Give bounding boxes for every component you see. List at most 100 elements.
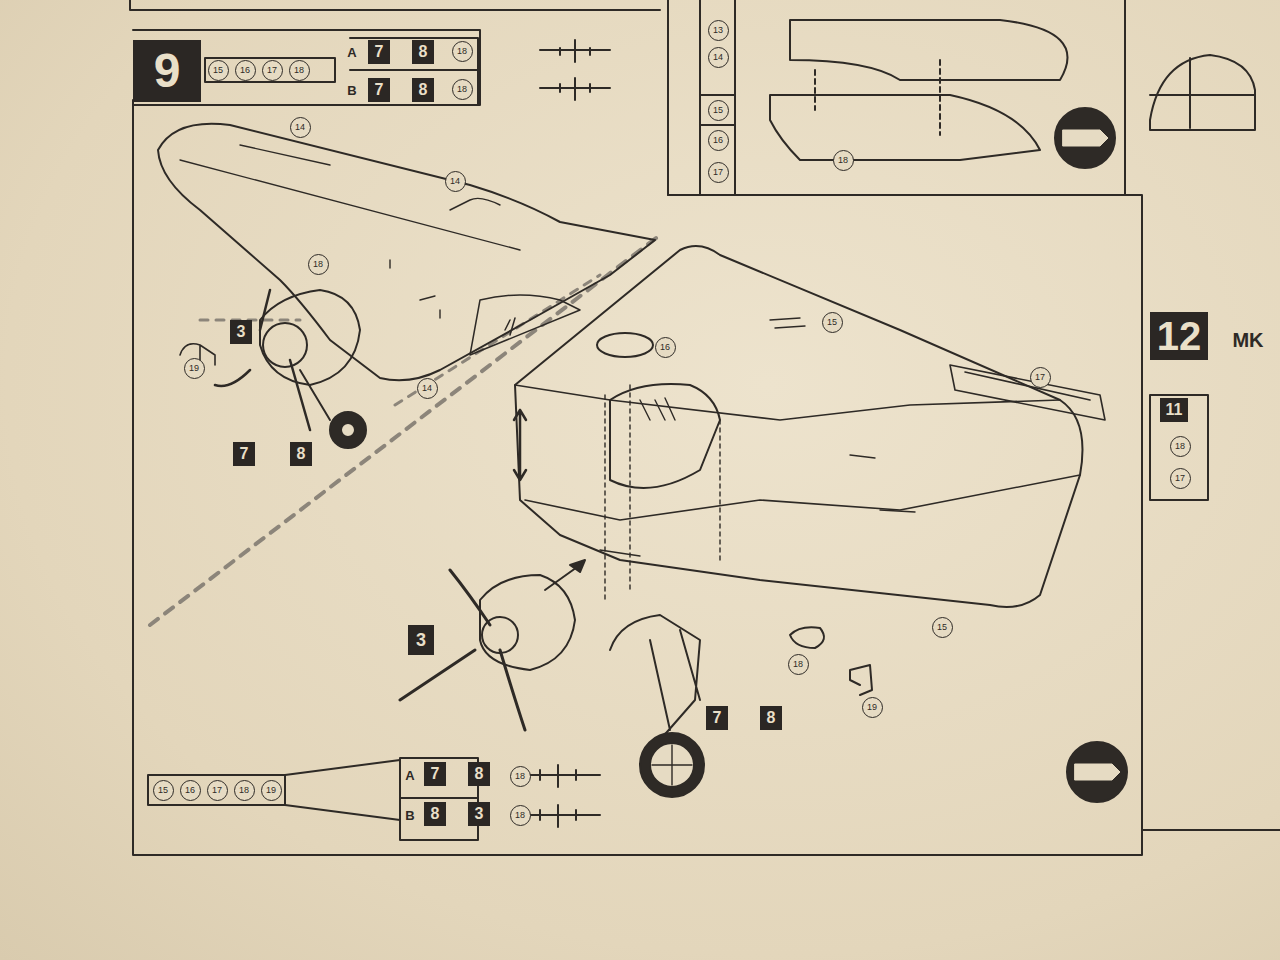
callout-number: 19 xyxy=(261,780,282,801)
part-box: 3 xyxy=(468,802,490,826)
callout-number: 15 xyxy=(708,100,729,121)
guide-line xyxy=(150,235,660,625)
box-number: 7 xyxy=(375,44,384,60)
turn-over-icon xyxy=(1075,764,1120,780)
part-box: 7 xyxy=(424,762,446,786)
callout-number: 18 xyxy=(234,780,255,801)
plane-icon xyxy=(540,78,610,100)
part-box: 8 xyxy=(468,762,490,786)
part-box: 7 xyxy=(368,78,390,102)
propeller xyxy=(215,290,310,430)
part-box: 8 xyxy=(412,40,434,64)
box-number: 12 xyxy=(1157,316,1202,356)
box-number: 3 xyxy=(475,806,484,822)
callout-number: 15 xyxy=(822,312,843,333)
panel-divider xyxy=(700,0,735,195)
part-outline xyxy=(770,95,1040,160)
callout-number: 18 xyxy=(833,150,854,171)
callout-number: 17 xyxy=(708,162,729,183)
box-number: 9 xyxy=(154,47,181,95)
part-box: 11 xyxy=(1160,398,1188,422)
part-box: 7 xyxy=(368,40,390,64)
option-letter: MK xyxy=(1232,330,1263,350)
callout-number: 14 xyxy=(290,117,311,138)
parts-strip xyxy=(148,775,285,805)
callout-number: 17 xyxy=(1030,367,1051,388)
box-number: 8 xyxy=(767,710,776,726)
callout-number: 14 xyxy=(417,378,438,399)
option-letter: A xyxy=(347,46,356,59)
callout-number: 19 xyxy=(184,358,205,379)
callout-number: 16 xyxy=(235,60,256,81)
guide-line xyxy=(815,60,940,135)
canopy xyxy=(1150,55,1255,130)
callout-number: 18 xyxy=(452,79,473,100)
top-right-panel xyxy=(668,0,1125,195)
callout-number: 18 xyxy=(289,60,310,81)
small-part xyxy=(850,665,872,695)
option-letter: A xyxy=(405,769,414,782)
part-box: 3 xyxy=(230,320,252,344)
callout-number: 16 xyxy=(708,130,729,151)
box-number: 8 xyxy=(431,806,440,822)
step-frame xyxy=(133,100,1142,855)
option-letter: B xyxy=(405,809,414,822)
callout-number: 16 xyxy=(655,337,676,358)
callout-number: 15 xyxy=(153,780,174,801)
box-number: 11 xyxy=(1166,402,1183,418)
parts-strip xyxy=(205,58,335,82)
part-box: 7 xyxy=(233,442,255,466)
callout-number: 18 xyxy=(1170,436,1191,457)
propeller xyxy=(400,570,525,730)
step-number: 12 xyxy=(1150,312,1208,360)
callout-number: 18 xyxy=(788,654,809,675)
box-number: 7 xyxy=(240,446,249,462)
part-box: 8 xyxy=(760,706,782,730)
callout-number: 16 xyxy=(180,780,201,801)
part-box: 7 xyxy=(706,706,728,730)
step-number: 9 xyxy=(133,40,201,102)
part-box: 3 xyxy=(408,625,434,655)
callout-number: 17 xyxy=(207,780,228,801)
engine-cowl xyxy=(480,575,575,670)
callout-number: 14 xyxy=(445,171,466,192)
landing-gear xyxy=(610,615,700,740)
fuselage xyxy=(610,384,720,488)
box-number: 8 xyxy=(419,44,428,60)
box-number: 7 xyxy=(431,766,440,782)
part-box: 8 xyxy=(412,78,434,102)
option-box xyxy=(350,38,478,105)
part-outline xyxy=(790,20,1068,80)
engine-cowl xyxy=(260,290,360,385)
callout-number: 13 xyxy=(708,20,729,41)
move-arrow xyxy=(514,410,526,480)
callout-number: 18 xyxy=(510,805,531,826)
box-number: 7 xyxy=(375,82,384,98)
callout-number: 19 xyxy=(862,697,883,718)
turn-over-icon xyxy=(1063,130,1108,146)
lower-wing xyxy=(515,246,1083,607)
box-number: 3 xyxy=(237,324,246,340)
plane-icon xyxy=(540,40,610,62)
option-box xyxy=(400,758,478,840)
part-box: 8 xyxy=(424,802,446,826)
callout-number: 17 xyxy=(1170,468,1191,489)
box-number: 8 xyxy=(475,766,484,782)
callout-number: 15 xyxy=(208,60,229,81)
callout-number: 14 xyxy=(708,47,729,68)
step-header-box xyxy=(133,30,480,105)
side-box xyxy=(1150,395,1208,500)
box-number: 3 xyxy=(416,631,426,649)
box-number: 8 xyxy=(419,82,428,98)
part-box: 8 xyxy=(290,442,312,466)
aileron xyxy=(950,365,1105,420)
callout-number: 15 xyxy=(932,617,953,638)
callout-number: 18 xyxy=(308,254,329,275)
frame-line xyxy=(130,0,660,10)
callout-number: 18 xyxy=(452,41,473,62)
option-letter: B xyxy=(347,84,356,97)
callout-number: 17 xyxy=(262,60,283,81)
small-part xyxy=(790,627,824,648)
